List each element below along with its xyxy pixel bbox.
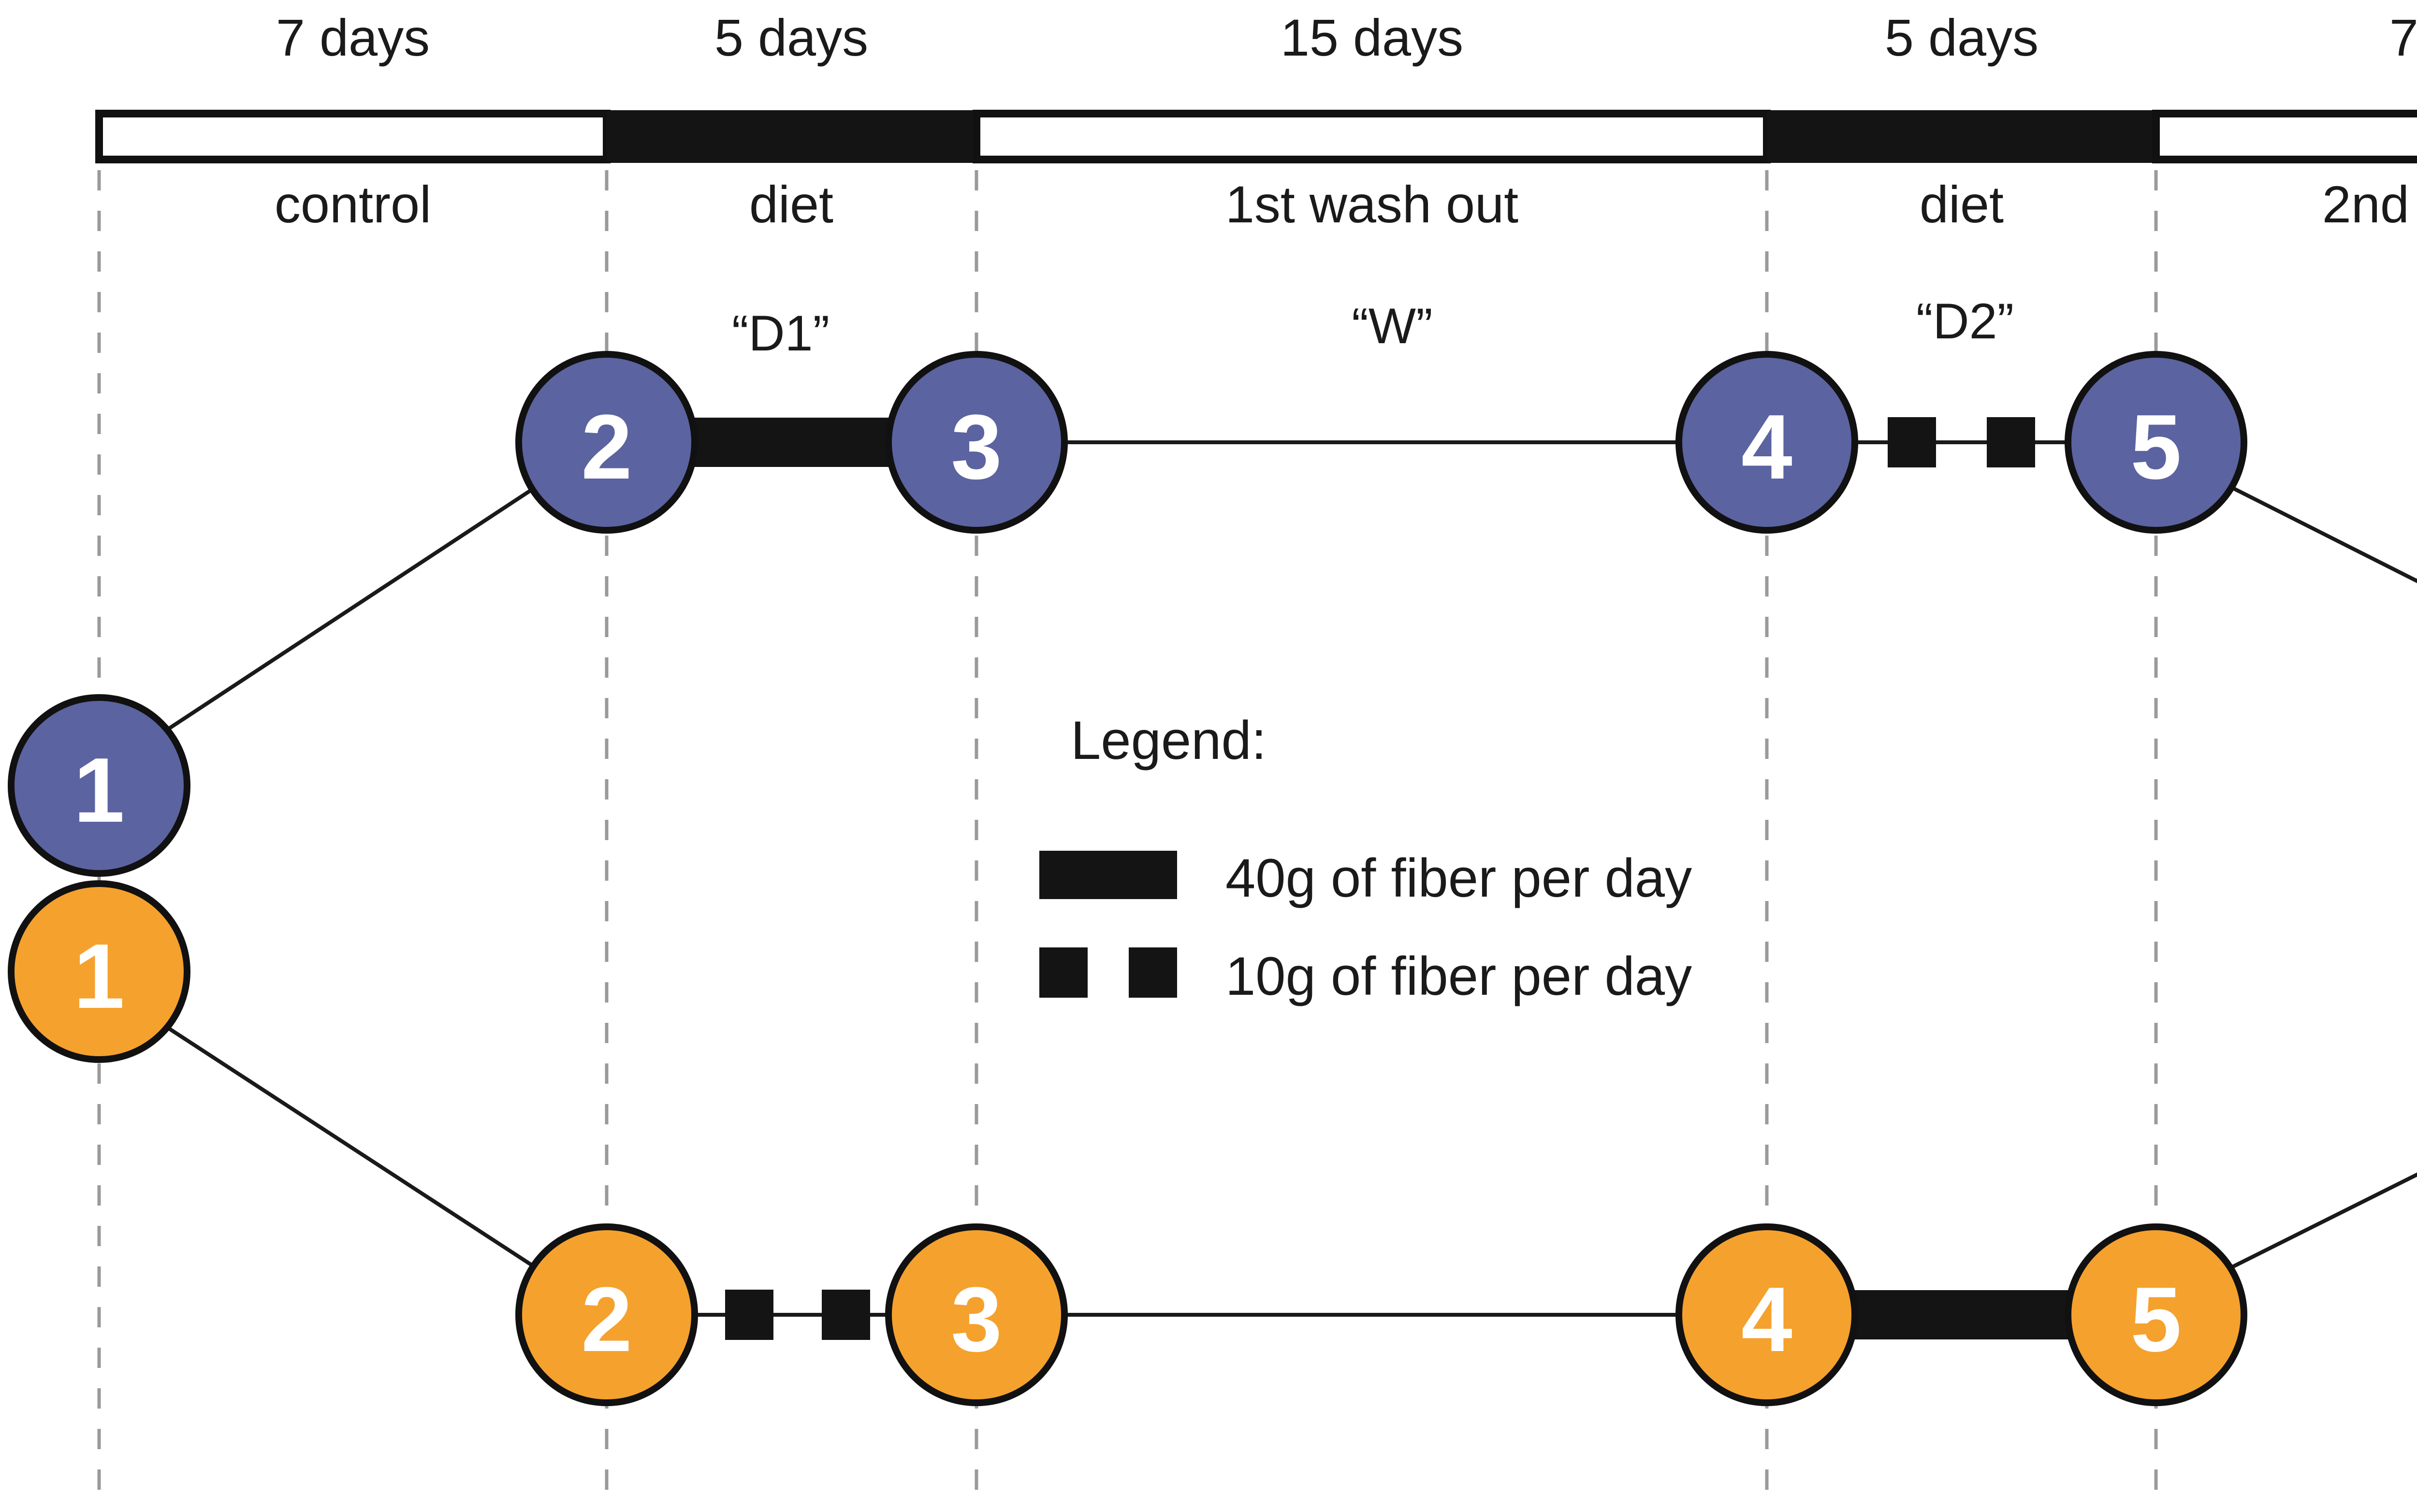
blue-node-3-label: 3 — [951, 396, 1002, 498]
legend: Legend: 40g of fiber per day 10g of fibe… — [1039, 710, 1692, 1006]
blue-edge-4-5-dash-1 — [1888, 417, 1936, 467]
orange-node-5-circle[interactable] — [2065, 1223, 2247, 1406]
period-label-d1: “D1” — [732, 305, 830, 362]
duration-label-4: 5 days — [1885, 8, 2038, 67]
blue-node-5-circle[interactable] — [2065, 351, 2247, 534]
duration-label-5: 7 days — [2389, 8, 2417, 67]
phase-label-washout-2: 2nd wash out — [2322, 175, 2417, 233]
duration-labels: 7 days 5 days 15 days 5 days 7 days — [276, 8, 2417, 67]
timeline-segment-diet-2 — [1767, 110, 2156, 163]
legend-item-10g: 10g of fiber per day — [1039, 946, 1692, 1006]
orange-arm-nodes: 1 2 3 4 5 6 — [8, 880, 2247, 1406]
blue-node-4-circle[interactable] — [1675, 351, 1858, 534]
orange-edge-2-3-dash-2 — [822, 1290, 870, 1340]
timeline-segment-washout-1 — [973, 110, 1771, 163]
orange-edge-5-6 — [2213, 1172, 2417, 1278]
blue-node-1-label: 1 — [73, 739, 125, 842]
orange-node-3-circle[interactable] — [885, 1223, 1068, 1406]
orange-edge-1-2 — [158, 1020, 550, 1278]
phase-label-washout-1: 1st wash out — [1225, 175, 1518, 233]
orange-node-4-label: 4 — [1741, 1268, 1792, 1371]
blue-node-5[interactable]: 5 — [2065, 351, 2247, 534]
orange-node-3[interactable]: 3 — [885, 1223, 1068, 1406]
orange-node-4-circle[interactable] — [1675, 1223, 1858, 1406]
legend-solid-bar-icon — [1039, 851, 1177, 899]
legend-dashed-bar-icon-dash-1 — [1039, 947, 1088, 998]
timeline-bar — [95, 110, 2417, 163]
blue-node-3-circle[interactable] — [885, 351, 1068, 534]
duration-label-2: 5 days — [714, 8, 868, 67]
orange-node-2-label: 2 — [581, 1268, 632, 1371]
duration-label-3: 15 days — [1281, 8, 1463, 67]
blue-edge-1-2 — [158, 477, 550, 737]
blue-node-1[interactable]: 1 — [8, 694, 190, 877]
period-label-d2: “D2” — [1916, 293, 2014, 349]
orange-node-2[interactable]: 2 — [515, 1223, 698, 1406]
orange-node-4[interactable]: 4 — [1675, 1223, 1858, 1406]
legend-item-40g: 40g of fiber per day — [1039, 848, 1692, 908]
orange-node-2-circle[interactable] — [515, 1223, 698, 1406]
blue-node-2-circle[interactable] — [515, 351, 698, 534]
blue-node-4[interactable]: 4 — [1675, 351, 1858, 534]
orange-node-1[interactable]: 1 — [8, 880, 190, 1063]
legend-title: Legend: — [1071, 710, 1267, 771]
blue-node-4-label: 4 — [1741, 396, 1792, 498]
legend-label-10g: 10g of fiber per day — [1225, 946, 1692, 1006]
phase-labels: control diet 1st wash out diet 2nd wash … — [275, 175, 2417, 233]
blue-node-2[interactable]: 2 — [515, 351, 698, 534]
blue-arm-nodes: 1 2 3 4 5 6 — [8, 351, 2247, 877]
phase-label-diet-1: diet — [749, 175, 833, 233]
legend-label-40g: 40g of fiber per day — [1225, 848, 1692, 908]
blue-node-1-circle[interactable] — [8, 694, 190, 877]
legend-dashed-bar-icon-dash-2 — [1129, 947, 1177, 998]
blue-node-2-label: 2 — [581, 396, 632, 498]
phase-label-control: control — [275, 175, 431, 233]
timeline-segment-control — [95, 110, 611, 163]
timeline-segment-washout-2 — [2152, 110, 2417, 163]
blue-node-5-label: 5 — [2130, 396, 2182, 498]
orange-node-1-label: 1 — [73, 925, 125, 1028]
blue-edge-5-6 — [2213, 477, 2417, 583]
period-labels: “D1” “W” “D2” — [732, 293, 2014, 362]
blue-node-3[interactable]: 3 — [885, 351, 1068, 534]
phase-label-diet-2: diet — [1920, 175, 2004, 233]
orange-edge-2-3-dash-1 — [725, 1290, 773, 1340]
blue-edge-4-5-dash-2 — [1987, 417, 2035, 467]
period-label-w: “W” — [1352, 298, 1432, 354]
orange-node-1-circle[interactable] — [8, 880, 190, 1063]
duration-label-1: 7 days — [276, 8, 430, 67]
orange-node-3-label: 3 — [951, 1268, 1002, 1371]
timeline-segment-diet-1 — [607, 110, 976, 163]
orange-node-5[interactable]: 5 — [2065, 1223, 2247, 1406]
orange-node-5-label: 5 — [2130, 1268, 2182, 1371]
